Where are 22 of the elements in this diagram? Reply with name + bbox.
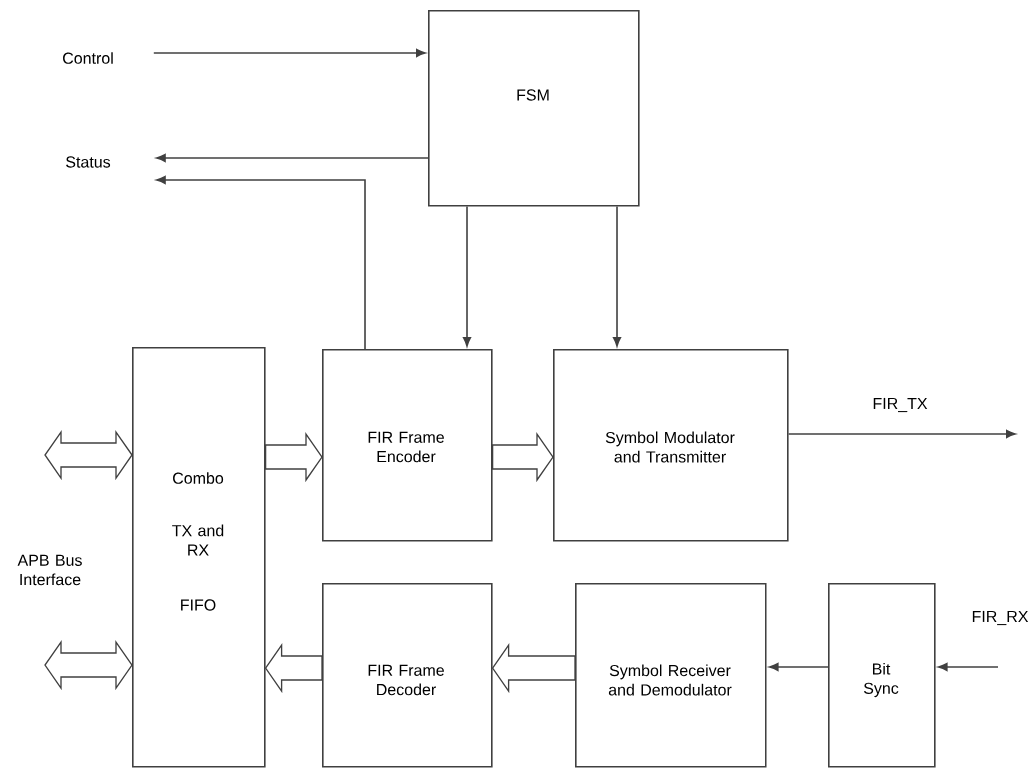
signal-label: FIR_RX: [970, 609, 1030, 627]
process-box: Symbol Modulator and Transmitter: [553, 349, 789, 542]
signal-label: FIR_TX: [871, 396, 929, 414]
arrow: [156, 175, 366, 350]
process-box: FIR Frame Encoder: [322, 349, 493, 542]
process-box: FIR Frame Decoder: [322, 583, 493, 768]
arrow: [612, 205, 622, 347]
block-arrow: [44, 639, 133, 691]
arrow: [462, 205, 472, 347]
fifo-box: Combo TX and RX FIFO: [132, 347, 266, 768]
interface-label: APB Bus Interface: [17, 554, 82, 586]
arrow: [156, 153, 429, 163]
process-box: Bit Sync: [828, 583, 936, 768]
block-arrow: [44, 429, 133, 481]
arrow: [938, 662, 999, 672]
signal-label: Status: [66, 156, 111, 168]
process-box: FSM: [428, 10, 640, 207]
process-box: Symbol Receiver and Demodulator: [575, 583, 767, 768]
arrow: [769, 662, 829, 672]
arrow: [787, 429, 1016, 439]
signal-label: Control: [63, 52, 113, 64]
arrow: [153, 48, 426, 58]
